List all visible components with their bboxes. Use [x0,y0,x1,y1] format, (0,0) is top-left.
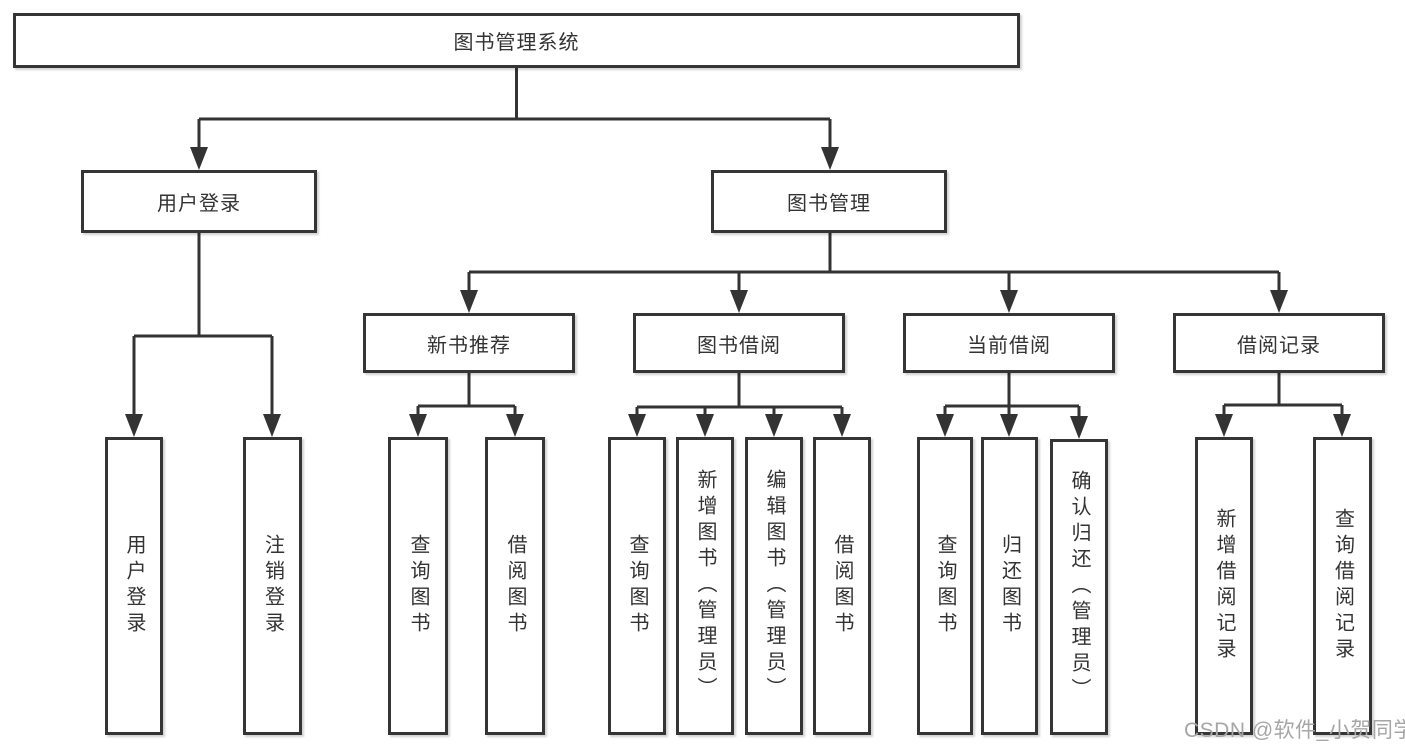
node-leaf-borrow-borrow: 借阅图书 [813,437,871,735]
node-user-login-group-label: 用户登录 [157,193,241,215]
node-user-login-group: 用户登录 [81,170,317,233]
node-leaf-borrow-borrow-label: 借阅图书 [831,534,853,638]
csdn-watermark: CSDN @软件_小贺同学 [1184,719,1405,742]
node-current-group: 当前借阅 [903,313,1115,373]
node-leaf-newbook-borrow: 借阅图书 [485,437,545,735]
node-leaf-newbook-query: 查询图书 [388,437,448,735]
node-record-group: 借阅记录 [1173,313,1385,373]
connector-bookmgmt-to-level3 [467,233,1281,293]
connector-record-to-children [1222,373,1344,417]
node-leaf-logout-label: 注销登录 [261,534,284,638]
connector-borrow-to-children [635,373,844,417]
node-leaf-logout: 注销登录 [243,437,302,735]
node-borrow-group: 图书借阅 [633,313,845,373]
node-new-book-group-label: 新书推荐 [427,334,511,357]
connector-newbook-to-children [416,373,517,417]
node-book-mgmt-group-label: 图书管理 [787,193,871,215]
node-leaf-borrow-add-label: 新增图书（管理员） [694,469,716,703]
node-leaf-borrow-edit: 编辑图书（管理员） [745,437,803,735]
node-leaf-current-query-label: 查询图书 [934,534,956,638]
node-leaf-current-confirm: 确认归还（管理员） [1050,439,1108,735]
node-root: 图书管理系统 [13,13,1020,68]
node-book-mgmt-group: 图书管理 [711,170,947,233]
node-leaf-user-login-label: 用户登录 [123,534,145,638]
connector-root-to-level2 [197,68,832,150]
node-leaf-record-query: 查询借阅记录 [1313,437,1372,735]
node-leaf-borrow-add: 新增图书（管理员） [676,437,734,735]
node-leaf-borrow-query: 查询图书 [608,437,666,735]
node-borrow-group-label: 图书借阅 [697,334,781,357]
node-leaf-borrow-query-label: 查询图书 [626,534,648,638]
node-new-book-group: 新书推荐 [363,313,575,373]
node-current-group-label: 当前借阅 [967,334,1051,357]
node-leaf-record-add-label: 新增借阅记录 [1213,508,1235,664]
node-root-label: 图书管理系统 [453,32,580,54]
node-leaf-borrow-edit-label: 编辑图书（管理员） [763,469,785,703]
node-leaf-user-login: 用户登录 [105,437,163,735]
node-record-group-label: 借阅记录 [1237,334,1321,357]
node-leaf-newbook-query-label: 查询图书 [407,534,429,638]
node-leaf-current-confirm-label: 确认归还（管理员） [1068,470,1090,704]
connector-current-to-children [943,373,1081,419]
node-leaf-current-return: 归还图书 [981,437,1038,735]
node-leaf-record-add: 新增借阅记录 [1195,437,1253,735]
connector-userlogin-to-children [132,233,274,417]
node-leaf-current-query: 查询图书 [917,437,973,735]
node-leaf-newbook-borrow-label: 借阅图书 [504,534,526,638]
node-leaf-record-query-label: 查询借阅记录 [1331,508,1354,664]
node-leaf-current-return-label: 归还图书 [998,534,1021,638]
